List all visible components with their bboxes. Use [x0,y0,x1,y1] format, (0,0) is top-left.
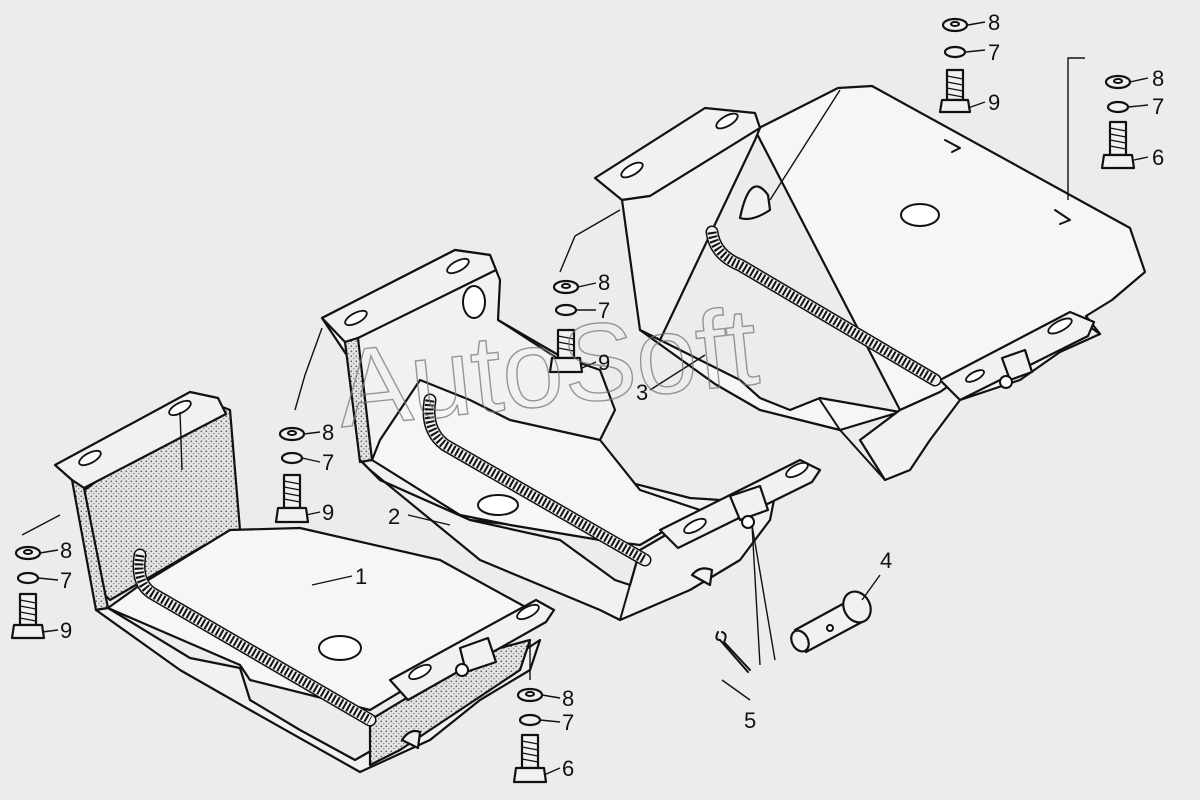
callout-flat-washer-left: 8 [60,538,72,563]
leader-clevis-b [751,524,776,661]
callout-spring-washer-top-center: 7 [988,40,1000,65]
callout-panel-3: 3 [636,380,648,405]
callout-flat-washer-top-center: 8 [988,10,1000,35]
callout-spring-washer-middle: 7 [598,298,610,323]
callout-bolt-short-bottom: 6 [562,756,574,781]
panel-2 [294,209,822,622]
hardware-stack-bottom [512,687,548,784]
panel-1 [21,390,556,774]
callout-leaders [37,21,1149,776]
callout-flat-washer-bottom: 8 [562,686,574,711]
callout-spring-washer-left: 7 [60,568,72,593]
callout-flat-washer-top-right: 8 [1152,66,1164,91]
callout-bolt-long-middle: 9 [598,350,610,375]
callout-spring-washer-bottom: 7 [562,710,574,735]
leader-clevis-a [751,524,761,666]
hardware-stack-middle [548,279,584,374]
callout-bolt-long-top-center: 9 [988,90,1000,115]
callout-panel-1: 1 [355,564,367,589]
callout-flat-washer-middle: 8 [598,270,610,295]
hardware-stack-top-center [938,17,972,114]
panel-3 [593,57,1147,482]
callout-labels: 1 2 3 4 5 8 7 9 8 7 6 8 7 9 8 7 9 8 7 9 … [60,10,1164,781]
hardware-stack-left-center [274,426,310,524]
leader-pin [861,574,881,601]
hardware-stack-top-right [1100,74,1136,170]
callout-pin: 4 [880,548,892,573]
callout-cotter: 5 [744,708,756,733]
callout-bolt-long-left-center: 9 [322,500,334,525]
callout-panel-2: 2 [388,504,400,529]
callout-bolt-long-left: 9 [60,618,72,643]
hardware-stack-left [10,545,46,640]
callout-spring-washer-top-right: 7 [1152,94,1164,119]
pin-part [790,590,872,654]
callout-bolt-short-top-right: 6 [1152,145,1164,170]
callout-spring-washer-left-center: 7 [322,450,334,475]
cotter-pin-part [715,631,751,701]
callout-flat-washer-left-center: 8 [322,420,334,445]
